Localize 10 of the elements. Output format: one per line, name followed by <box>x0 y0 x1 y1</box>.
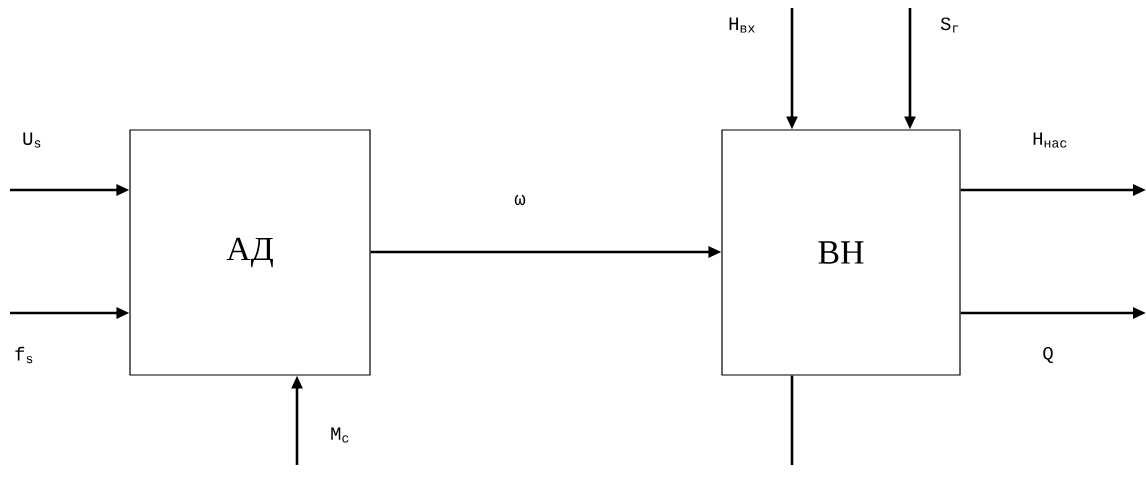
edge-label: ω <box>513 193 527 207</box>
edge-label: M$_{c}$ <box>329 426 351 444</box>
block-box: АД <box>129 129 371 376</box>
edge-label: Q <box>1041 345 1055 365</box>
block-box: ВН <box>721 129 961 376</box>
edge-label: H$_{нас}$ <box>1031 131 1069 149</box>
edge-label: H$_{вх}$ <box>727 16 757 34</box>
edge-label: f$_{s}$ <box>13 345 35 365</box>
edge-label: U$_{s}$ <box>21 131 43 149</box>
edge-label: S$_{г}$ <box>939 16 961 34</box>
